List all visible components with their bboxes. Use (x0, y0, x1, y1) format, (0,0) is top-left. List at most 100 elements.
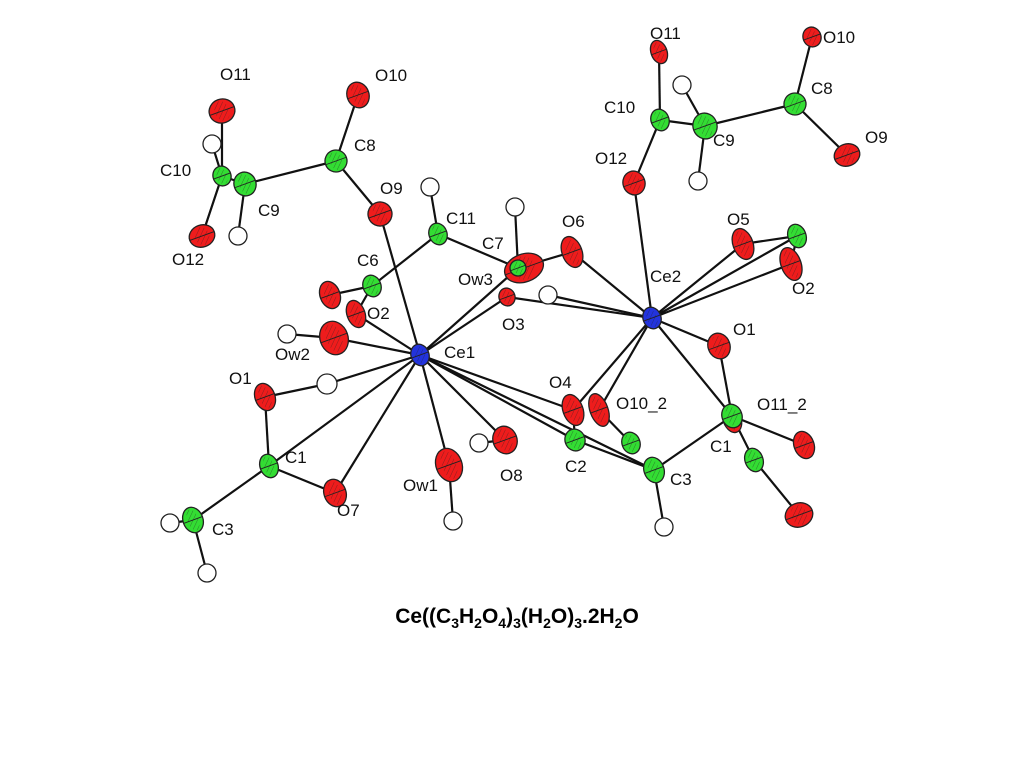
atom-carbon-c1r (721, 403, 743, 429)
atom-oxygen-o10b (588, 393, 610, 427)
atom-oxygen-o2la (318, 280, 342, 310)
atom-hydrogen-h6 (443, 511, 463, 531)
label-o12-left: O12 (172, 250, 204, 269)
bond-ce1-o8 (419, 354, 506, 441)
atom-oxygen-ow1 (434, 447, 464, 483)
atom-oxygen-o2r (779, 247, 803, 281)
bond-ce2-o12r (632, 182, 654, 319)
formula-subscript: 2 (615, 615, 623, 631)
bond-ce1-o7 (334, 354, 421, 494)
label-o11-right: O11 (650, 24, 681, 43)
label-o5: O5 (727, 210, 750, 229)
label-c8-right: C8 (811, 79, 833, 98)
label-o1-left: O1 (229, 369, 252, 388)
atom-hydrogen-h2 (277, 324, 297, 344)
label-c6: C6 (357, 251, 379, 270)
atom-carbon-c3m (642, 456, 666, 484)
label-o4: O4 (549, 373, 572, 392)
bond-c2-c3m (574, 438, 655, 472)
label-c1-right: C1 (710, 437, 732, 456)
formula-text: H (459, 605, 474, 628)
label-c8-left: C8 (354, 136, 376, 155)
atom-hydrogen-h7 (654, 517, 674, 537)
label-ce1: Ce1 (444, 343, 475, 362)
bond-ce1-c3m (419, 354, 655, 471)
atom-oxygen-o10l (346, 81, 370, 109)
label-ow2: Ow2 (275, 345, 310, 364)
formula-text: O) (551, 605, 574, 628)
atom-hydrogen-h8 (538, 285, 558, 305)
formula-subscript: 3 (513, 615, 521, 631)
bond-ce2-o10b (598, 317, 653, 411)
bond-ce2-o2r (651, 262, 792, 320)
atom-oxygen-o6 (560, 235, 584, 269)
atom-layer (160, 26, 861, 583)
formula-text: (H (521, 605, 543, 628)
label-o9-right: O9 (865, 128, 888, 147)
atom-carbon-c8r (783, 92, 807, 116)
label-o12-right: O12 (595, 149, 627, 168)
atom-oxygen-ow2 (318, 320, 350, 356)
atom-carbon-c9l (233, 171, 257, 197)
formula-text: Ce((C (395, 605, 451, 628)
bond-ce1-o2lb (355, 313, 421, 356)
atom-oxygen-o2lb (345, 299, 367, 329)
atom-oxygen-o11r (649, 39, 669, 65)
atom-hydrogen-h1 (316, 373, 338, 395)
formula-text: O (622, 605, 638, 628)
formula-subscript: 3 (574, 615, 582, 631)
bond-c1l-c3l (192, 465, 270, 521)
atom-carbon-c10r (650, 108, 670, 132)
atom-cerium-ce2 (642, 306, 662, 330)
bond-c11-c7 (437, 232, 519, 270)
bond-ce2-c1r (651, 317, 733, 417)
bond-ce2-o4 (572, 317, 653, 411)
label-o8: O8 (500, 466, 523, 485)
compound-formula: Ce((C3H2O4)3(H2O)3.2H2O (395, 605, 639, 631)
label-o9-left: O9 (380, 179, 403, 198)
label-o10-right: O10 (823, 28, 855, 47)
label-c9-left: C9 (258, 201, 280, 220)
label-ce2: Ce2 (650, 267, 681, 286)
bond-ce1-c1l (268, 354, 421, 467)
atom-hydrogen-h10 (420, 177, 440, 197)
atom-hydrogen-h12 (228, 226, 248, 246)
bond-c8l-c9l (244, 159, 337, 186)
atom-hydrogen-h5 (469, 433, 489, 453)
atom-oxygen-o12l (188, 224, 216, 248)
atom-carbon-cc (743, 447, 765, 473)
formula-text: .2H (582, 605, 615, 628)
bond-ce1-c2 (419, 354, 576, 441)
atom-hydrogen-h4 (197, 563, 217, 583)
bond-c8r-o9r (794, 103, 848, 156)
label-o10-left: O10 (375, 66, 407, 85)
bond-c1r-oa (731, 414, 805, 447)
formula-subscript: 4 (498, 615, 506, 631)
bond-ce1-c7 (419, 267, 519, 356)
formula-subscript: 2 (474, 615, 482, 631)
label-c1-left: C1 (285, 448, 307, 467)
bond-c9r-c8r (704, 102, 796, 128)
bond-ce1-o4 (419, 353, 574, 412)
atom-oxygen-o8 (492, 425, 518, 455)
atom-oxygen-o3 (498, 287, 516, 307)
bond-c3m-c1r (653, 415, 733, 471)
label-o3: O3 (502, 315, 525, 334)
bond-ce1-ow1 (418, 354, 451, 466)
atom-hydrogen-h3 (160, 513, 180, 533)
formula-subscript: 3 (451, 615, 459, 631)
atom-oxygen-o5 (731, 227, 755, 261)
formula-text: O (482, 605, 498, 628)
atom-hydrogen-h11 (202, 134, 222, 154)
atom-carbon-c8l (324, 149, 348, 173)
atom-carbon-c2 (564, 428, 586, 452)
atom-carbon-c11 (428, 222, 448, 246)
bond-ce2-h8 (547, 293, 653, 320)
bond-ce2-o5 (651, 243, 744, 319)
label-layer: O11 O10 C8 C10 O9 C9 O12 C11 C7 C6 Ow3 O… (160, 24, 888, 539)
atom-oxygen-o9r (833, 143, 861, 167)
label-o10-2: O10_2 (616, 394, 667, 413)
label-c7: C7 (482, 234, 504, 253)
atom-carbon-c7 (509, 259, 527, 277)
atom-oxygen-o9l (367, 201, 393, 227)
